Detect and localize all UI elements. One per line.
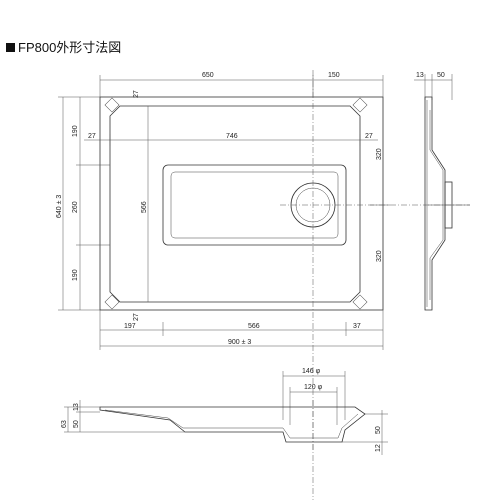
corner-boss-tl xyxy=(104,97,120,113)
dim-right-bottom: 320 xyxy=(376,250,383,262)
dim-right-top: 320 xyxy=(376,148,383,160)
dim-inner-right: 27 xyxy=(365,133,373,140)
dim-left-top: 190 xyxy=(72,125,79,137)
dim-corner-top: 27 xyxy=(133,90,140,98)
dim-left-mid: 260 xyxy=(72,201,79,213)
side-view: 13 50 xyxy=(414,72,470,311)
dim-side-top-b: 50 xyxy=(437,72,445,79)
top-view: 650 150 27 27 190 260 190 640 ± 3 27 746… xyxy=(56,70,470,500)
dim-overall-height: 640 ± 3 xyxy=(56,195,63,218)
dim-corner-bottom: 27 xyxy=(133,313,140,321)
dim-inner-height: 566 xyxy=(141,201,148,213)
front-view: 146 φ 120 φ 13 50 63 50 12 xyxy=(61,368,388,455)
dim-outer-diameter: 146 φ xyxy=(302,368,321,375)
dim-front-right-top: 50 xyxy=(375,426,382,434)
corner-boss-bl xyxy=(104,294,120,310)
corner-boss-br xyxy=(352,294,368,310)
front-profile-outer xyxy=(99,406,366,443)
dim-width-right: 150 xyxy=(328,72,340,79)
dim-front-left-top: 13 xyxy=(73,403,80,411)
dim-overall-width: 900 ± 3 xyxy=(228,339,251,346)
dim-side-top-a: 13 xyxy=(416,72,424,79)
dim-inner-width: 746 xyxy=(226,133,238,140)
dim-bottom-mid: 566 xyxy=(248,323,260,330)
dim-width-left: 650 xyxy=(202,72,214,79)
dim-bottom-right: 37 xyxy=(353,323,361,330)
side-profile-inner xyxy=(426,100,444,307)
dim-inner-diameter: 120 φ xyxy=(304,384,323,391)
drawing-title-text: FP800外形寸法図 xyxy=(18,40,122,55)
dim-left-bottom: 190 xyxy=(72,269,79,281)
dim-bottom-left: 197 xyxy=(124,323,136,330)
dim-inner-left: 27 xyxy=(88,133,96,140)
drawing-title: FP800外形寸法図 xyxy=(6,40,121,56)
front-profile-inner xyxy=(104,409,359,439)
side-profile-outer xyxy=(424,96,446,311)
corner-boss-tr xyxy=(352,97,368,113)
dim-front-left-total: 63 xyxy=(61,420,68,428)
pan-inner-outline xyxy=(109,105,361,303)
dim-front-left-bottom: 50 xyxy=(73,420,80,428)
dim-front-right-bottom: 12 xyxy=(375,444,382,452)
title-square-icon xyxy=(6,43,15,52)
